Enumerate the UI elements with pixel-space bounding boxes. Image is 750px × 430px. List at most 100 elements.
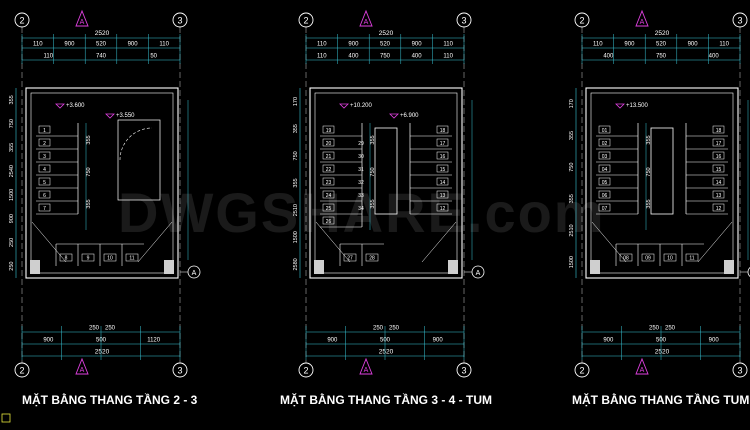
level-value-0: +13.500: [626, 103, 649, 109]
dim-inner-0: 355: [370, 135, 376, 144]
grid-bubble-left-top-label: 2: [579, 15, 584, 25]
dim-top-2: 520: [656, 42, 667, 48]
tread-number-box: [436, 125, 449, 134]
dim-side-4: 2510: [293, 204, 299, 216]
wall-outer: [25, 87, 179, 279]
dim-side-1: 355: [569, 131, 575, 140]
dim-inner-2: 355: [370, 199, 376, 208]
level-value-1: +3.550: [116, 113, 135, 119]
column-left: [314, 260, 324, 274]
dim-top-4: 110: [159, 42, 169, 48]
dim-inner-2: 355: [86, 199, 92, 208]
dim-top-total: 2520: [379, 30, 394, 37]
dim-side-0: 170: [569, 99, 575, 108]
dim-top2-3: 400: [412, 54, 423, 60]
grid-bubble-left-bottom-label: 2: [19, 365, 24, 375]
section-mark-top-label: A: [80, 19, 85, 26]
dim-top2-0: 110: [317, 54, 327, 60]
hatch-diag-2: [421, 221, 457, 263]
tread-right-12: 12: [440, 206, 446, 212]
tread-number-box: [38, 190, 51, 199]
dim-top-total: 2520: [655, 30, 670, 37]
tread-bottom-27: 27: [347, 256, 353, 262]
dim-inner-1: 750: [86, 167, 92, 176]
dim-top-4: 110: [719, 42, 729, 48]
wall-outer: [309, 87, 463, 279]
tread-number-box: [712, 125, 725, 134]
tread-bottom-08: 08: [623, 256, 629, 262]
tread-number-box: [322, 138, 335, 147]
tread-center-32: 32: [358, 180, 364, 186]
section-mark-bottom: [359, 357, 373, 375]
dim-top-total: 2520: [95, 30, 110, 37]
tread-center-33: 33: [358, 193, 364, 199]
tread-number-box: [38, 151, 51, 160]
tread-center-30: 30: [358, 154, 364, 160]
dim-inner-0: 355: [86, 135, 92, 144]
tread-bottom-10: 10: [667, 256, 673, 262]
dim-side-0: 170: [293, 97, 299, 106]
tread-center-34: 34: [358, 206, 364, 212]
tread-number-box: [38, 203, 51, 212]
tread-left-06: 06: [602, 193, 608, 199]
tread-number-box: [103, 253, 117, 262]
tread-bottom-10: 10: [107, 256, 113, 262]
plan-caption-3: MẶT BẰNG THANG TẦNG TUM: [572, 393, 750, 407]
dim-top-2: 520: [380, 42, 391, 48]
dim-bot-total: 2520: [655, 349, 670, 356]
tread-left-26: 26: [326, 219, 332, 225]
dim-top-1: 900: [64, 42, 75, 48]
tread-left-05: 05: [602, 180, 608, 186]
dim-bot2-0: 250: [89, 326, 100, 332]
dim-top-1: 900: [348, 42, 359, 48]
tread-left-5: 5: [43, 180, 46, 186]
tread-left-6: 6: [43, 193, 46, 199]
dim-bot2-1: 250: [389, 326, 400, 332]
tread-number-box: [322, 190, 335, 199]
section-mark-top: [635, 9, 649, 27]
tread-number-box: [712, 203, 725, 212]
tread-number-box: [712, 138, 725, 147]
wall-inner: [30, 92, 174, 274]
dim-top-3: 900: [412, 42, 423, 48]
tread-number-box: [322, 151, 335, 160]
dim-side-4: 1500: [9, 189, 15, 201]
tread-left-19: 19: [326, 128, 332, 134]
dim-side-3: 2540: [9, 165, 15, 177]
dim-inner-0: 355: [646, 135, 652, 144]
section-mark-bottom-label: A: [80, 367, 85, 374]
tread-left-2: 2: [43, 141, 46, 147]
watermark-text: DWGSHARE.com: [118, 181, 606, 244]
tread-bottom-9: 9: [87, 256, 90, 262]
tread-right-14: 14: [440, 180, 446, 186]
tread-number-box: [436, 190, 449, 199]
dim-bot2-1: 250: [665, 326, 676, 332]
tread-number-box: [436, 164, 449, 173]
section-mark-top: [359, 9, 373, 27]
grid-bubble-right-top-label: 3: [177, 15, 182, 25]
tread-center-29: 29: [358, 141, 364, 147]
plan-caption-1: MẶT BẰNG THANG TẦNG 2 - 3: [22, 393, 198, 407]
tread-left-24: 24: [326, 193, 332, 199]
dim-top-3: 900: [128, 42, 139, 48]
grid-bubble-left-top-label: 2: [19, 15, 24, 25]
tread-number-box: [619, 253, 633, 262]
dim-inner-1: 750: [370, 167, 376, 176]
grid-bubble-left-bottom-label: 2: [579, 365, 584, 375]
dim-top2-0: 110: [44, 54, 54, 60]
tread-number-box: [712, 190, 725, 199]
grid-bubble-right-top-label: 3: [737, 15, 742, 25]
dim-bot-total: 2520: [379, 349, 394, 356]
hatch-diag-1: [591, 221, 627, 263]
tread-number-box: [685, 253, 699, 262]
tread-left-1: 1: [43, 128, 46, 134]
tread-right-14: 14: [716, 180, 722, 186]
tread-left-7: 7: [43, 206, 46, 212]
dim-bot-2: 1120: [147, 338, 161, 344]
tread-number-box: [322, 177, 335, 186]
dim-side-2: 355: [9, 143, 15, 152]
hatch-diag-1: [31, 221, 67, 263]
tread-number-box: [125, 253, 139, 262]
dim-bot2-0: 250: [649, 326, 660, 332]
column-right: [164, 260, 174, 274]
